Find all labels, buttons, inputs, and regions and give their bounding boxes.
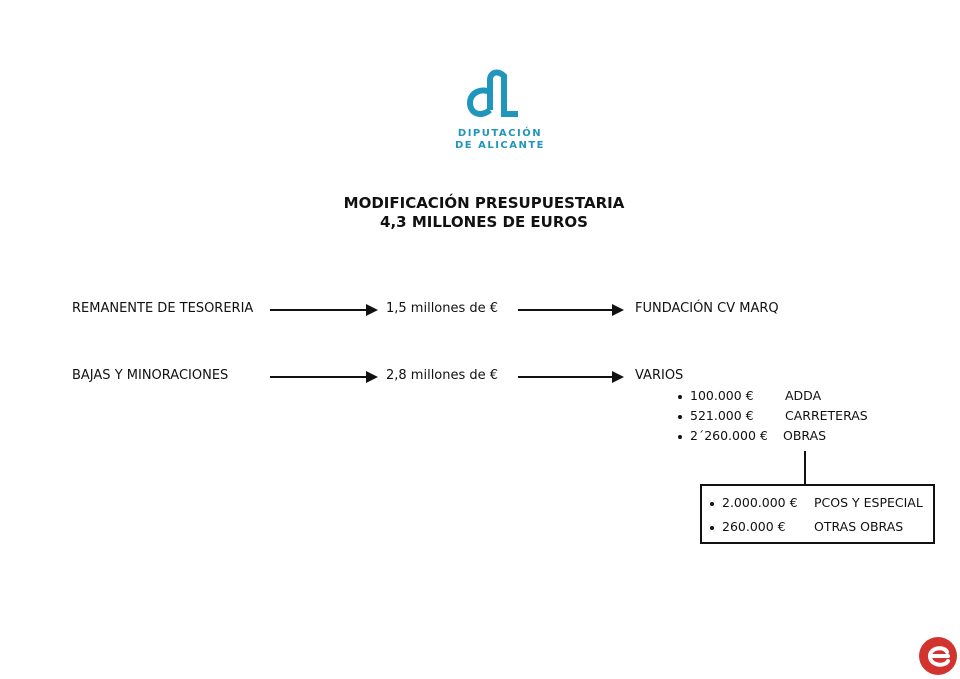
list-item-label: ADDA	[785, 388, 822, 403]
list-item: 100.000 € ADDA	[678, 388, 821, 403]
arrow-right-icon	[518, 304, 624, 316]
list-item-label: OTRAS OBRAS	[814, 519, 904, 534]
row-1-source: REMANENTE DE TESORERIA	[72, 301, 254, 316]
connector-line	[804, 451, 806, 484]
row-2-amount: 2,8 millones de €	[386, 368, 499, 383]
list-item-amount: 100.000 €	[690, 388, 754, 403]
list-item-amount: 2´260.000 €	[690, 428, 768, 443]
list-item-amount: 521.000 €	[690, 408, 754, 423]
arrow-right-icon	[518, 371, 624, 383]
bullet-icon	[710, 501, 714, 506]
list-item: 521.000 € CARRETERAS	[678, 408, 868, 423]
logo-line-1: DIPUTACIÓN	[457, 128, 543, 139]
arrow-right-icon	[270, 371, 378, 383]
list-item-label: OBRAS	[783, 428, 827, 443]
list-item: 2.000.000 € PCOS Y ESPECIAL	[710, 495, 923, 510]
brand-logo-icon	[919, 637, 957, 675]
arrow-right-icon	[270, 304, 378, 316]
list-item-label: PCOS Y ESPECIAL	[814, 495, 923, 510]
row-1-destination: FUNDACIÓN CV MARQ	[635, 301, 779, 316]
diputacion-logo: DIPUTACIÓN DE ALICANTE	[440, 66, 560, 156]
list-item: 260.000 € OTRAS OBRAS	[710, 519, 903, 534]
bullet-icon	[678, 434, 682, 439]
row-1-amount: 1,5 millones de €	[386, 301, 499, 316]
list-item-amount: 260.000 €	[722, 519, 786, 534]
list-item-label: CARRETERAS	[785, 408, 868, 423]
logo-line-2: DE ALICANTE	[454, 140, 546, 151]
page-title: MODIFICACIÓN PRESUPUESTARIA	[343, 194, 625, 212]
diputacion-alicante-al-logo	[466, 69, 518, 117]
obras-breakdown-box: 2.000.000 € PCOS Y ESPECIAL 260.000 € OT…	[700, 484, 935, 544]
list-item-amount: 2.000.000 €	[722, 495, 798, 510]
row-2-destination: VARIOS	[635, 368, 684, 383]
bullet-icon	[678, 414, 682, 419]
page-subtitle: 4,3 MILLONES DE EUROS	[380, 213, 588, 231]
row-2-source: BAJAS Y MINORACIONES	[72, 368, 229, 383]
list-item: 2´260.000 € OBRAS	[678, 428, 826, 443]
bullet-icon	[678, 394, 682, 399]
bullet-icon	[710, 525, 714, 530]
